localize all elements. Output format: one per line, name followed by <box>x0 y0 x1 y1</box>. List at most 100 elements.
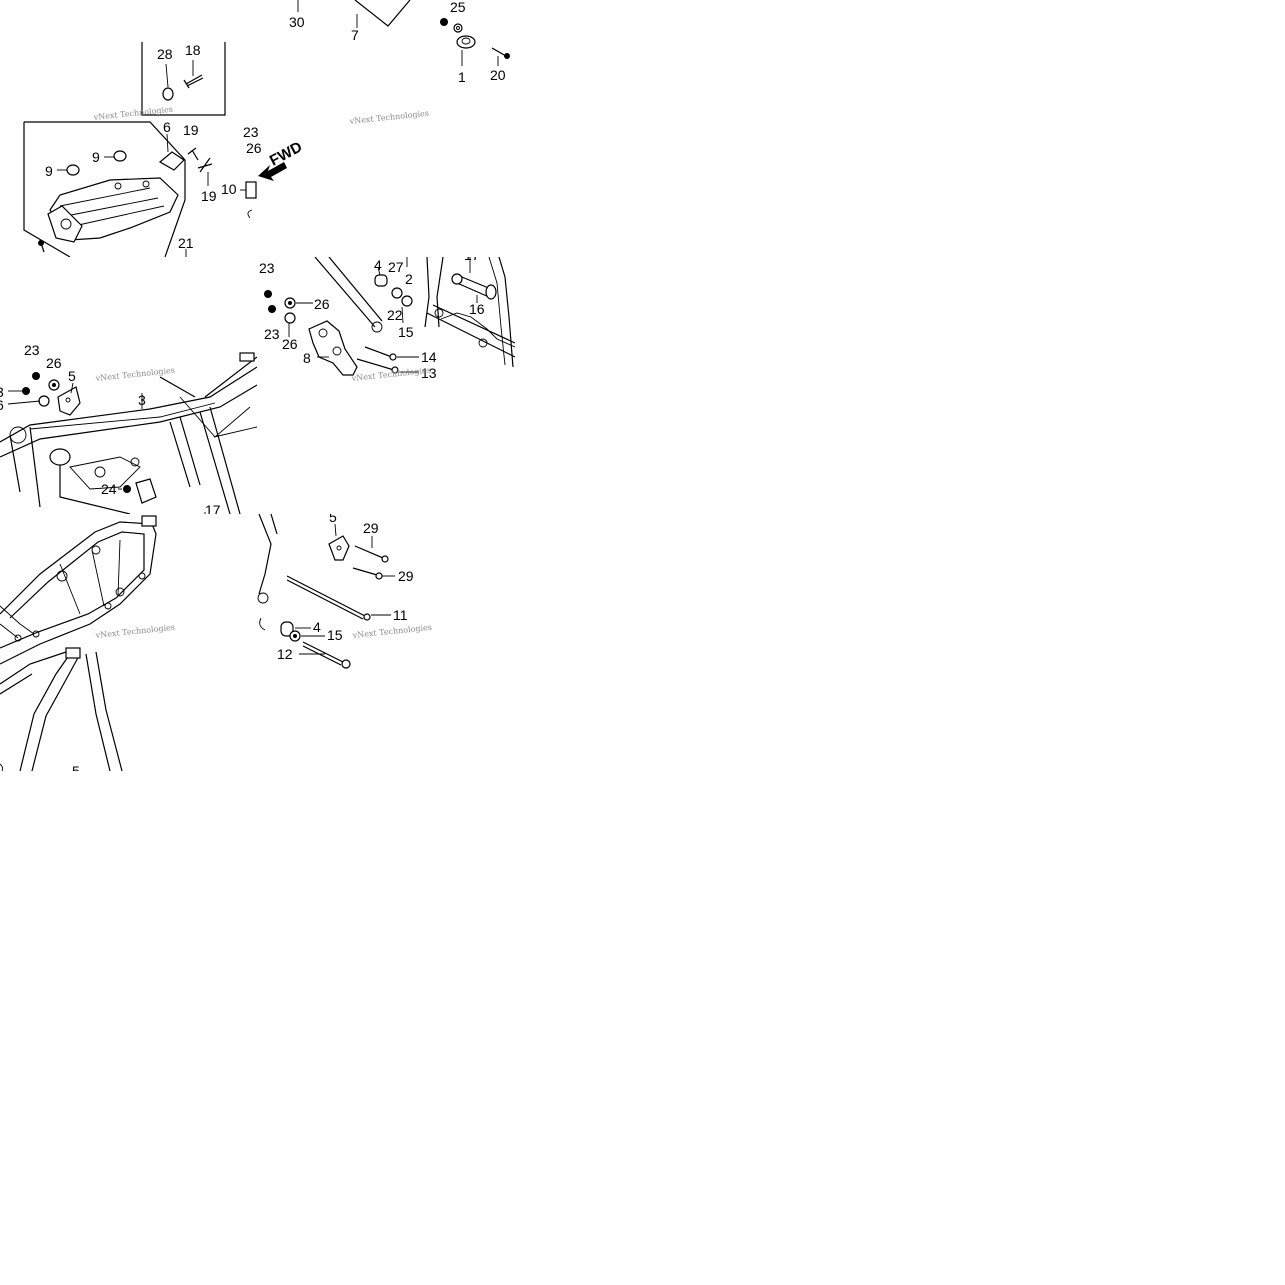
plate-5 <box>57 386 81 416</box>
callout-4: 4 <box>374 257 382 273</box>
down-tube <box>19 653 81 771</box>
diagram-tile-top: FWD 30 7 25 1 20 28 18 6 19 19 9 9 23 26… <box>0 0 515 257</box>
bolt-14 <box>364 346 393 358</box>
callout-1: 1 <box>458 69 466 85</box>
watermark: vNext Technologies <box>351 623 432 640</box>
callout-20: 20 <box>490 67 506 83</box>
bracket-b <box>135 478 157 504</box>
callout-27: 27 <box>388 259 404 275</box>
callout-8: 8 <box>303 350 311 366</box>
callout-10: 10 <box>221 181 237 197</box>
bolt-29a <box>354 545 384 559</box>
spacer-10 <box>245 181 257 199</box>
watermark: vNext Technologies <box>350 366 431 383</box>
callout-23: 23 <box>24 342 40 358</box>
callout-18: 18 <box>185 42 201 58</box>
callout-5: 5 <box>72 763 80 771</box>
nut-25 <box>440 18 448 26</box>
callout-30: 30 <box>289 14 305 30</box>
watermark: vNext Technologies <box>94 623 175 640</box>
callout-26a: 26 <box>314 296 330 312</box>
bracket-box <box>141 42 226 116</box>
nut-23 <box>32 372 40 380</box>
tile-bottom-left-drawing: 5 vNext Technologies <box>0 515 175 771</box>
callout-16: 16 <box>469 301 485 317</box>
bolt-29b <box>352 567 378 576</box>
callout-28: 28 <box>157 46 173 62</box>
diagram-tile-mid-right: 23 26 23 26 4 27 2 17 22 15 16 8 14 13 v… <box>257 257 515 514</box>
washer-15 <box>401 295 413 307</box>
bolt-19b <box>197 157 213 173</box>
callout-26: 26 <box>246 140 262 156</box>
nut-24 <box>123 485 131 493</box>
collar-9b <box>113 150 127 162</box>
callout-19a: 19 <box>183 122 199 138</box>
callout-17: 17 <box>205 502 221 514</box>
callout-23: 23 <box>243 124 259 140</box>
diagram-tile-bottom-right: 5 29 29 11 4 15 12 vNext Technologies <box>257 514 515 771</box>
bracket-6 <box>158 151 185 171</box>
callout-15: 15 <box>398 324 414 340</box>
callout-12: 12 <box>277 646 293 662</box>
callout-23a: 23 <box>259 260 275 276</box>
pivot-16 <box>456 274 492 290</box>
callout-6: 6 <box>0 397 4 413</box>
callout-4: 4 <box>313 619 321 635</box>
main-frame-3 <box>0 366 257 443</box>
callout-21: 21 <box>178 235 194 251</box>
callout-6: 6 <box>163 119 171 135</box>
bush-4 <box>280 621 294 637</box>
collar-22 <box>391 287 403 299</box>
watermark: vNext Technologies <box>348 109 429 126</box>
flange-1 <box>456 35 476 49</box>
callout-13: 13 <box>421 365 437 381</box>
bolt-12 <box>302 641 344 663</box>
callout-5: 5 <box>329 514 337 525</box>
callout-26b: 26 <box>282 336 298 352</box>
fwd-label: FWD <box>267 138 305 169</box>
callout-26: 26 <box>46 355 62 371</box>
diagram-tile-bottom-left: 5 vNext Technologies <box>0 514 257 771</box>
callout-29b: 29 <box>398 568 414 584</box>
watermark: vNext Technologies <box>92 105 173 122</box>
nut-23b <box>268 305 276 313</box>
tile-mid-left-drawing: 23 26 5 3 3 6 24 17 vNext Technologies <box>0 342 257 514</box>
rear-frame <box>0 521 157 665</box>
fwd-arrow-icon <box>258 162 287 181</box>
bracket-8 <box>308 320 358 376</box>
washer-26b <box>284 312 296 324</box>
callout-11: 11 <box>393 607 408 623</box>
nut-23a <box>264 290 272 298</box>
bolt-13 <box>356 358 395 371</box>
plate-5 <box>328 535 350 561</box>
rod-11 <box>286 575 366 617</box>
callout-17: 17 <box>464 257 480 263</box>
washer-28 <box>162 87 174 101</box>
tile-bottom-right-drawing: 5 29 29 11 4 15 12 vNext Technologies <box>257 514 432 669</box>
watermark: vNext Technologies <box>94 366 175 383</box>
bracket-7 <box>354 0 411 27</box>
bolt-19a <box>187 147 199 161</box>
callout-19b: 19 <box>201 188 217 204</box>
diagram-tile-mid-left: 23 26 5 3 3 6 24 17 vNext Technologies <box>0 257 257 514</box>
frame-arm <box>314 257 383 328</box>
callout-3: 3 <box>138 392 146 408</box>
callout-5: 5 <box>68 368 76 384</box>
panel-outline <box>23 121 186 257</box>
callout-24: 24 <box>101 481 117 497</box>
callout-29a: 29 <box>363 520 379 536</box>
tile-mid-right-drawing: 23 26 23 26 4 27 2 17 22 15 16 8 14 13 v… <box>259 257 515 383</box>
callout-3b: 3 <box>0 384 4 400</box>
callout-14: 14 <box>421 349 437 365</box>
bush-4 <box>374 274 388 287</box>
collar-9a <box>66 164 80 176</box>
callout-2: 2 <box>405 271 413 287</box>
bolt-20 <box>491 47 507 57</box>
callout-15: 15 <box>327 627 343 643</box>
frame-edge <box>258 514 278 595</box>
bolt-18 <box>183 74 204 89</box>
callout-23b: 23 <box>264 326 280 342</box>
callout-9b: 9 <box>92 149 100 165</box>
callout-9a: 9 <box>45 163 53 179</box>
